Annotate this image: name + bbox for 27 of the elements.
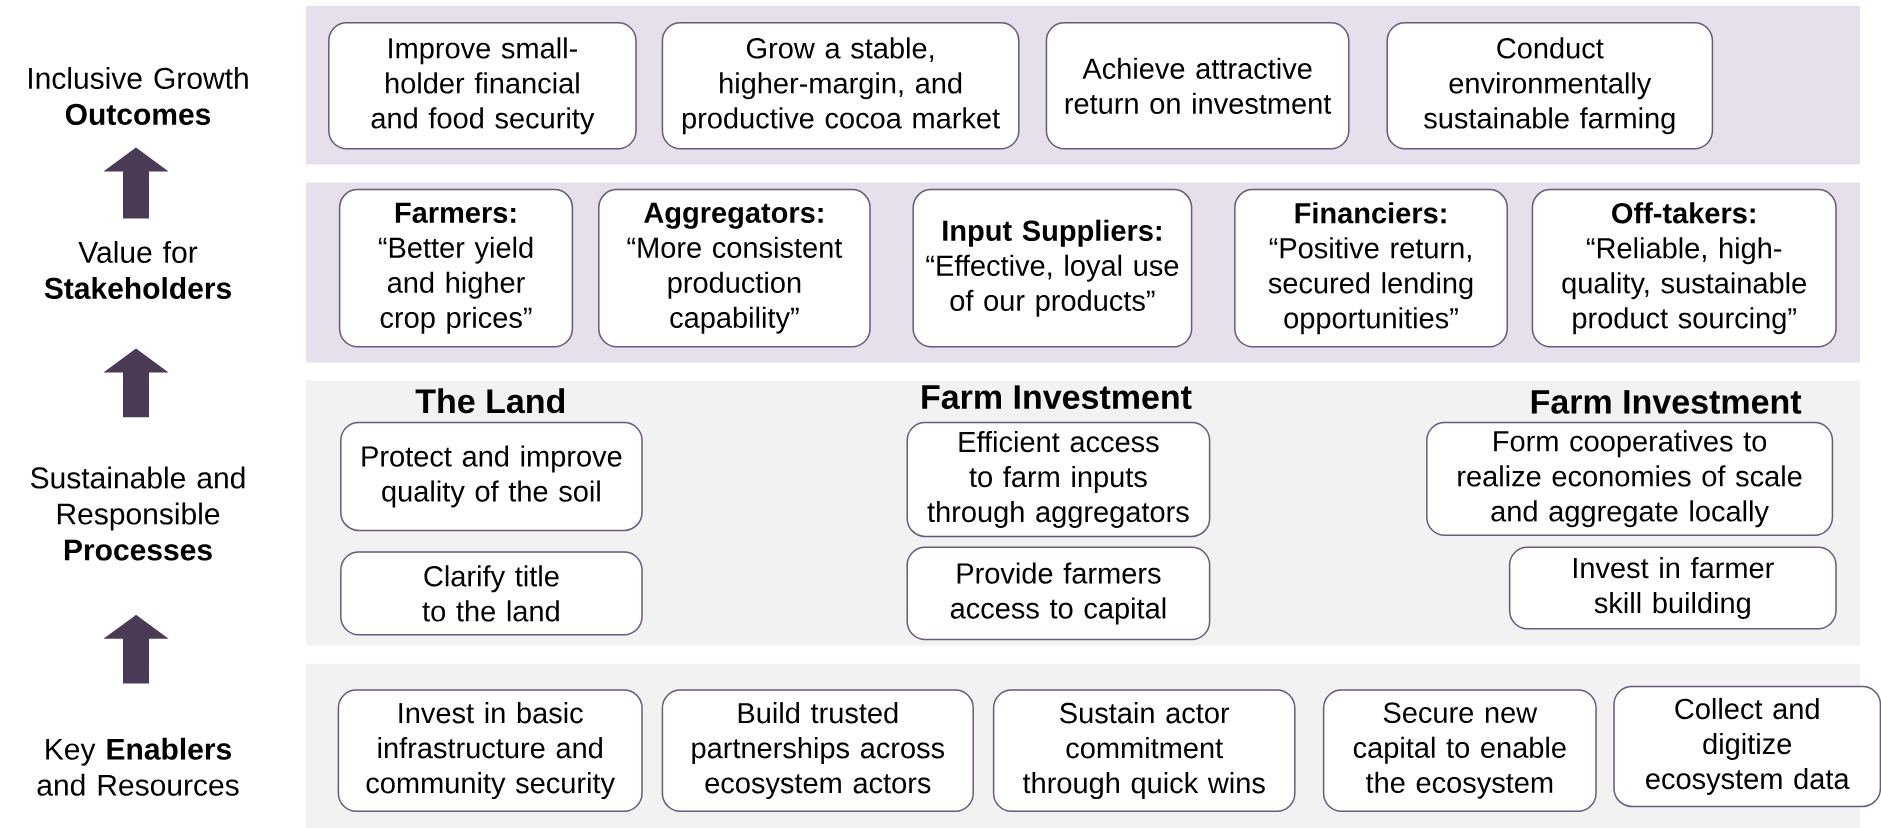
level-label: Inclusive Growth Outcomes bbox=[29, 67, 248, 125]
rounded-box: Secure new capital to enable the ecosystem bbox=[1322, 689, 1597, 812]
rounded-box: Efficient access to farm inputs through aggregators bbox=[906, 421, 1211, 538]
rounded-box: Grow a stable, higher-margin, and productive cocoa market bbox=[661, 22, 1020, 150]
rounded-box: Clarify title to the land bbox=[340, 551, 643, 636]
rounded-box: Provide farmers access to capital bbox=[906, 546, 1211, 641]
rounded-box: Achieve attractive return on investment bbox=[1045, 22, 1350, 150]
column-heading: Farm Investment bbox=[922, 385, 1192, 410]
rounded-box: Improve small-holder financial and food security bbox=[328, 22, 637, 150]
rounded-box: Invest in basic infrastructure and community security bbox=[337, 689, 643, 812]
rounded-box: Invest in farmer skill building bbox=[1508, 546, 1837, 630]
column-heading: Farm Investment bbox=[1531, 390, 1802, 414]
rounded-box: Input Suppliers: “Effective, loyal use of our products” bbox=[912, 188, 1193, 348]
level-label: Key Enablers and Resources bbox=[37, 737, 239, 796]
level-label: Sustainable and Responsible Processes bbox=[30, 466, 245, 561]
rounded-box: Aggregators: “More consistent production capability” bbox=[598, 188, 871, 348]
rounded-box: Collect and digitize ecosystem data bbox=[1613, 685, 1881, 808]
rounded-box: Conduct environmentally sustainable farming bbox=[1386, 22, 1714, 150]
column-heading: The Land bbox=[415, 388, 565, 414]
rounded-box: Financiers: “Positive return, secured lending opportunities” bbox=[1234, 188, 1508, 348]
rounded-box: Form cooperatives to realize economies of scale and aggregate locally bbox=[1426, 421, 1834, 536]
rounded-box: Off-takers: “Reliable, high-quality, sustainable product sourcing” bbox=[1531, 188, 1837, 348]
level-label: Value for Stakeholders bbox=[44, 241, 231, 299]
rounded-box: Farmers: “Better yield and higher crop prices” bbox=[338, 188, 574, 348]
rounded-box: Build trusted partnerships across ecosystem actors bbox=[661, 689, 974, 812]
rounded-box: Sustain actor commitment through quick wins bbox=[992, 689, 1296, 812]
rounded-box: Protect and improve quality of the soil bbox=[340, 421, 643, 532]
